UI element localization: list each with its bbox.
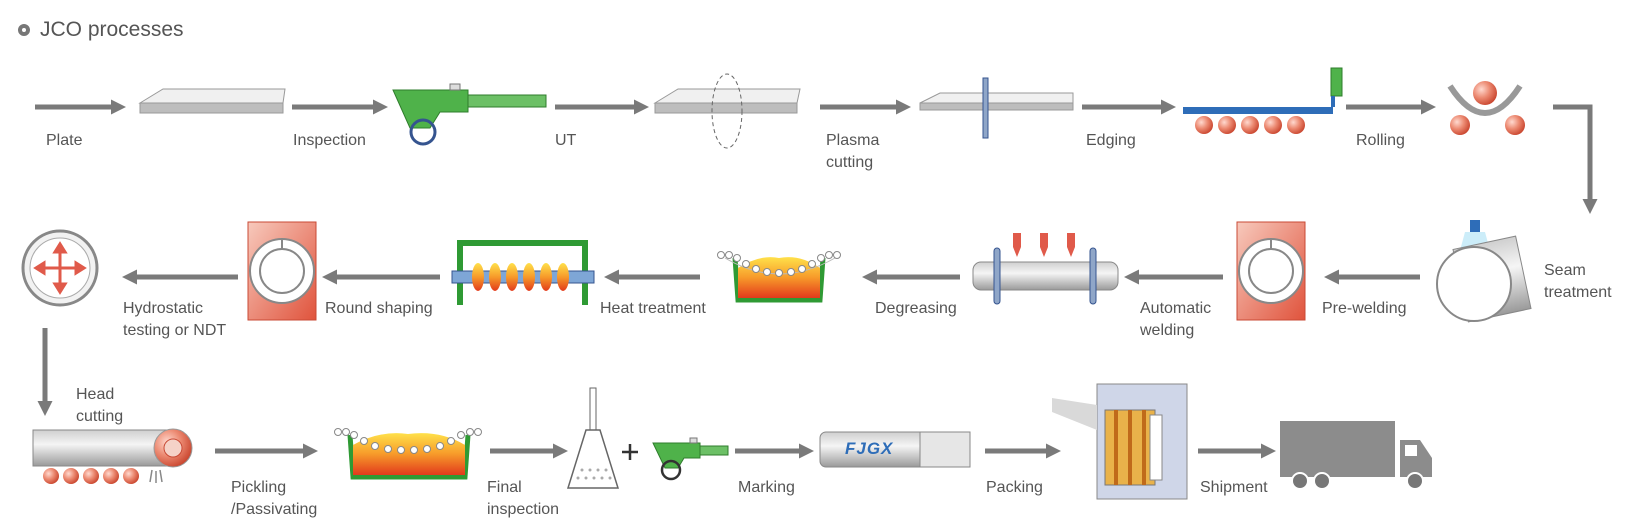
label-head-1: Head — [76, 386, 115, 403]
heat-treatment-icon — [451, 240, 595, 305]
label-round: Round shaping — [325, 300, 433, 317]
label-head-2: cutting — [76, 408, 124, 425]
label-ut: UT — [555, 132, 577, 149]
packing-icon — [1052, 383, 1188, 500]
automatic-welding-icon — [972, 233, 1119, 305]
marking-icon — [819, 431, 971, 468]
label-hydro-1: Hydrostatic — [123, 300, 204, 317]
inspection-icon — [392, 83, 547, 146]
label-hydro-2: testing or NDT — [123, 322, 227, 339]
label-packing: Packing — [986, 479, 1043, 496]
hydrostatic-icon — [21, 229, 99, 307]
pre-welding-icon — [1236, 221, 1306, 321]
title-bullet-icon — [18, 24, 30, 36]
label-pickling-2: /Passivating — [231, 501, 318, 518]
label-final-1: Final — [487, 479, 522, 496]
label-autoweld-2: welding — [1140, 322, 1195, 339]
degreasing-icon — [717, 251, 841, 303]
pickling-icon — [334, 428, 482, 480]
label-plasma-1: Plasma — [826, 132, 880, 149]
title-text: JCO processes — [40, 18, 184, 41]
label-degreasing: Degreasing — [875, 300, 957, 317]
label-prewelding: Pre-welding — [1322, 300, 1407, 317]
label-heat: Heat treatment — [600, 300, 706, 317]
flow-arrows-row2 — [37, 269, 1420, 416]
ut-icon — [653, 73, 801, 149]
label-seam-1: Seam — [1544, 262, 1586, 279]
label-plasma-2: cutting — [826, 154, 874, 171]
marking-stamp: FJGX — [845, 439, 894, 458]
seam-treatment-icon — [1436, 220, 1532, 323]
plus-icon — [622, 444, 638, 460]
label-plate: Plate — [46, 132, 83, 149]
edging-icon — [1183, 67, 1343, 134]
page-title: JCO processes — [18, 18, 184, 42]
label-autoweld-1: Automatic — [1140, 300, 1212, 317]
label-marking: Marking — [738, 479, 795, 496]
round-shaping-icon — [247, 221, 317, 321]
flask-icon — [566, 387, 620, 489]
label-inspection: Inspection — [293, 132, 366, 149]
label-pickling-1: Pickling — [231, 479, 287, 496]
label-seam-2: treatment — [1544, 284, 1612, 301]
head-cutting-icon — [32, 428, 193, 484]
label-edging: Edging — [1086, 132, 1136, 149]
inspection-tool-icon — [652, 437, 729, 481]
plate-icon — [138, 88, 286, 114]
flow-arrows-row1 — [35, 99, 1598, 214]
label-shipment: Shipment — [1200, 479, 1268, 496]
label-rolling: Rolling — [1356, 132, 1405, 149]
truck-icon — [1280, 421, 1432, 490]
rolling-icon — [1447, 81, 1525, 135]
plasma-cutting-icon — [919, 77, 1074, 139]
label-final-2: inspection — [487, 501, 560, 518]
